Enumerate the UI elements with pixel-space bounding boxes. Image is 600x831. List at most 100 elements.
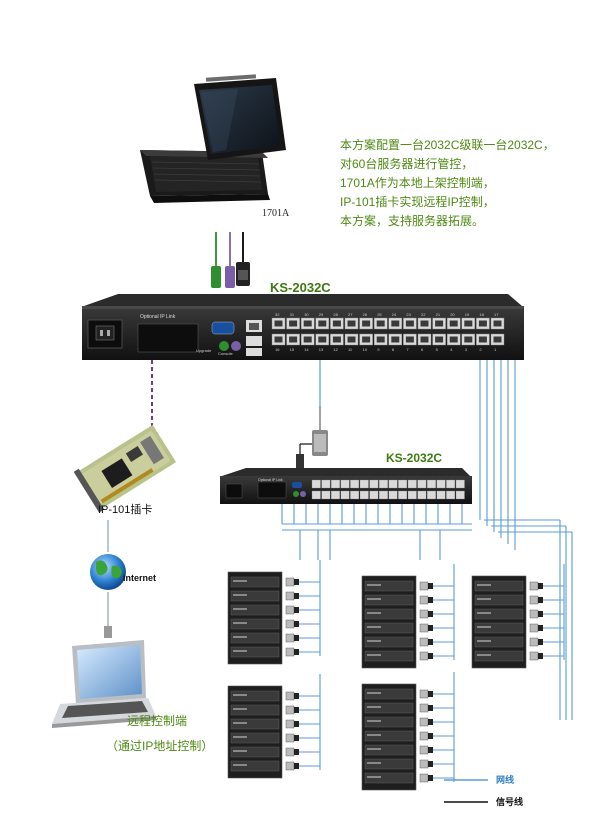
kvm-adapter-plug (538, 597, 543, 603)
server-unit (364, 758, 414, 770)
kvm-adapter-icon (285, 747, 295, 757)
kvm-adapter-plug (428, 625, 433, 631)
port-number: 32 (275, 312, 280, 317)
rj45-port (359, 490, 369, 500)
server-unit (230, 604, 280, 616)
server-unit (364, 702, 414, 714)
sub-switch-label: KS-2032C (386, 451, 442, 465)
port-number: 9 (377, 347, 380, 352)
rj45-port (388, 490, 398, 500)
kvm-adapter-plug (428, 611, 433, 617)
server-unit (230, 618, 280, 630)
rj45-port-socket (274, 320, 283, 327)
rj45-port (455, 479, 465, 489)
kvm-adapter-icon (419, 731, 429, 741)
rj45-port-socket (318, 336, 327, 343)
server-led-bar (233, 608, 247, 610)
server-led-bar (233, 580, 247, 582)
rj45-port-socket (478, 336, 487, 343)
server-unit (364, 622, 414, 634)
rj45-plug-icon (104, 626, 112, 638)
port-number: 8 (392, 347, 395, 352)
kvm-adapter-icon (419, 637, 429, 647)
network-cabling (281, 360, 573, 782)
rj45-port-socket (435, 320, 444, 327)
port-number: 3 (465, 347, 468, 352)
main-upgrade-text: Upgrade (196, 348, 212, 353)
legend-network-label: 网线 (496, 774, 514, 785)
server-unit (230, 590, 280, 602)
main-console-text: Console (218, 351, 233, 356)
kvm-adapter-plug (294, 735, 299, 741)
server-led-bar (367, 692, 381, 694)
rj45-port-socket (318, 320, 327, 327)
rj45-port-socket (449, 320, 458, 327)
kvm-switch-icon: Optional IP Link Console Upgrade (82, 294, 524, 360)
rj45-port-socket (405, 336, 414, 343)
rj45-port (350, 490, 360, 500)
rj45-port (379, 479, 388, 489)
kvm-adapter-icon (419, 717, 429, 727)
port-number: 29 (319, 312, 324, 317)
server-led-bar (367, 734, 381, 736)
server-led-bar (233, 722, 247, 724)
port-number: 25 (377, 312, 382, 317)
server-led-bar (477, 584, 491, 586)
rj45-port-socket (391, 320, 400, 327)
rj45-port (331, 479, 340, 489)
remote-label: 远程控制端 (127, 713, 187, 728)
server-unit (230, 576, 280, 588)
rj45-port-socket (405, 320, 414, 327)
server-unit (364, 716, 414, 728)
server-unit (230, 746, 280, 758)
server-led-bar (367, 654, 381, 656)
server-unit (230, 632, 280, 644)
kvm-adapter-icon (419, 759, 429, 769)
rj45-port-socket (289, 336, 298, 343)
kvm-adapter-icon (419, 595, 429, 605)
kvm-adapter-icon (419, 745, 429, 755)
rj45-port-socket (274, 336, 283, 343)
kvm-adapter-icon (285, 691, 295, 701)
rj45-port-socket (391, 336, 400, 343)
kvm-adapter-icon (419, 623, 429, 633)
rj45-port-socket (347, 320, 356, 327)
port-number: 27 (348, 312, 353, 317)
kvm-adapter-icon (285, 619, 295, 629)
rj45-port (311, 479, 321, 489)
server-led-bar (367, 626, 381, 628)
sub-port-array (311, 479, 465, 500)
rj45-port-socket (289, 320, 298, 327)
kvm-adapter-plug (294, 649, 299, 655)
kvm-adapter-icon (419, 703, 429, 713)
kvm-adapter-icon (285, 733, 295, 743)
rj45-port (455, 490, 465, 500)
laptop-icon (52, 640, 156, 728)
rj45-port (321, 479, 331, 489)
port-number: 17 (494, 312, 499, 317)
kvm-adapter-plug (294, 707, 299, 713)
server-led-bar (233, 622, 247, 624)
port-number: 26 (363, 312, 368, 317)
kvm-adapter-plug (294, 635, 299, 641)
rj45-port (388, 479, 398, 489)
rj45-port (407, 479, 417, 489)
rj45-port-socket (464, 320, 473, 327)
rj45-port-socket (362, 320, 371, 327)
port-number: 30 (304, 312, 309, 317)
port-number: 15 (290, 347, 295, 352)
rj45-port (379, 490, 388, 500)
port-number: 20 (450, 312, 455, 317)
main-switch-label: KS-2032C (270, 280, 331, 295)
server-unit (474, 636, 524, 648)
rj45-port (427, 479, 436, 489)
port-number: 19 (465, 312, 470, 317)
kvm-adapter-plug (538, 639, 543, 645)
server-led-bar (367, 720, 381, 722)
port-number: 14 (304, 347, 309, 352)
kvm-adapter-icon (419, 609, 429, 619)
kvm-adapter-plug (428, 775, 433, 781)
rj45-port (369, 490, 379, 500)
